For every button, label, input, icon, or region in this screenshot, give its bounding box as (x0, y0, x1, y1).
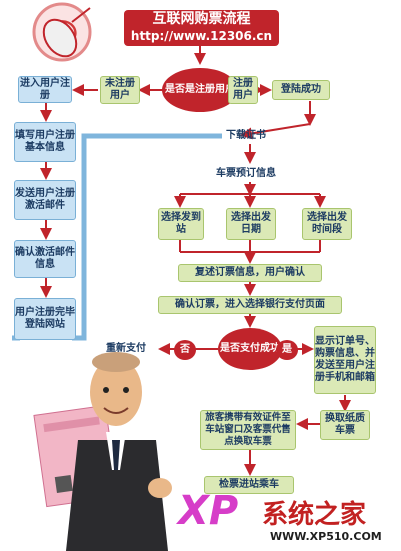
logo-xp: XP (178, 488, 239, 534)
no-label: 否 (174, 340, 196, 360)
flow-title-box: 互联网购票流程 http://www.12306.cn (124, 10, 279, 46)
site-logo: XP 系统之家 WWW.XP510.COM (178, 488, 400, 548)
decision-registered: 是否是注册用户 (162, 68, 238, 112)
left-step-confirm-email: 确认激活邮件信息 (14, 240, 76, 278)
enter-register: 进入用户注册 (18, 76, 72, 103)
choice-date: 选择出发日期 (226, 208, 276, 240)
repay: 重新支付 (106, 343, 146, 354)
confirm-pay: 确认订票，进入选择银行支付页面 (158, 296, 342, 314)
exchange-ticket: 换取纸质车票 (320, 410, 370, 440)
flow-title: 互联网购票流程 (152, 11, 251, 27)
review-order: 复述订票信息，用户确认 (178, 264, 322, 282)
reserve-info: 车票预订信息 (216, 168, 276, 179)
choice-station: 选择发到站 (158, 208, 204, 240)
board-train: 检票进站乘车 (204, 476, 294, 494)
unregistered-user: 未注册用户 (100, 76, 140, 104)
left-step-fill-info: 填写用户注册基本信息 (14, 122, 76, 162)
yes-label: 是 (276, 340, 298, 360)
left-step-login-site: 用户注册完毕登陆网站 (14, 298, 76, 340)
show-order: 显示订单号、购票信息、并发送至用户注册手机和邮箱 (314, 326, 376, 394)
registered-user: 注册用户 (228, 76, 258, 104)
left-step-send-email: 发送用户注册激活邮件 (14, 180, 76, 220)
download-cert: 下载证书 (226, 130, 266, 141)
decision-paid: 是否支付成功 (218, 328, 282, 370)
flow-url: http://www.12306.cn (130, 29, 273, 43)
passenger-instructions: 旅客携带有效证件至车站窗口及客票代售点换取车票 (200, 410, 296, 450)
choice-time: 选择出发时间段 (302, 208, 352, 240)
login-success: 登陆成功 (272, 80, 330, 100)
logo-url: WWW.XP510.COM (270, 530, 382, 543)
logo-name: 系统之家 (262, 500, 367, 530)
